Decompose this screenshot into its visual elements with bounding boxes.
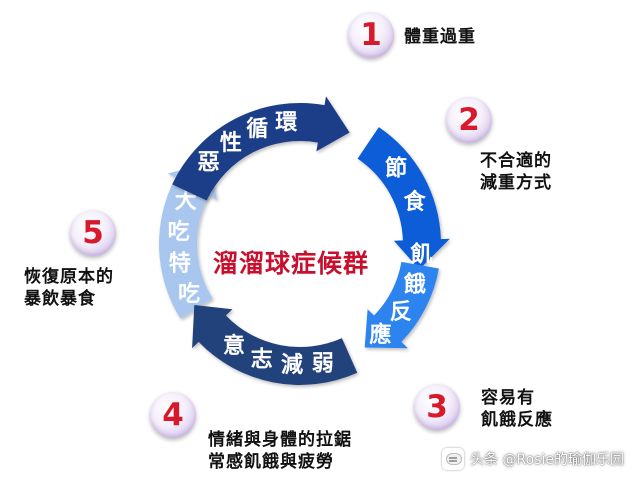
step-3-line-1: 容易有 [481, 388, 535, 408]
step-2-badge: 2 [446, 97, 492, 143]
step-1-caption: 體重過重 [404, 26, 476, 48]
step-2-caption: 不合適的 減重方式 [480, 150, 552, 194]
watermark: 头条 @Rosie的瑜伽乐园 [442, 447, 624, 471]
step-2-line-1: 不合適的 [480, 151, 552, 171]
step-4-badge: 4 [150, 392, 196, 438]
center-title: 溜溜球症候群 [213, 249, 370, 278]
arrow-3-char-4: 應 [369, 322, 391, 348]
step-5-caption: 恢復原本的 暴飲暴食 [24, 266, 114, 310]
step-5-badge: 5 [70, 210, 116, 256]
watermark-text: 头条 @Rosie的瑜伽乐园 [470, 452, 624, 468]
arrow-1-char-4: 環 [275, 110, 298, 135]
arrow-1-char-2: 性 [220, 131, 242, 156]
arrow-4-char-3: 志 [251, 347, 273, 372]
cycle-arrow-4 [192, 305, 358, 385]
step-4-line-2: 常感飢餓與疲勞 [208, 452, 334, 472]
step-3-caption: 容易有 飢餓反應 [481, 387, 553, 431]
arrow-5-char-2: 特 [169, 251, 191, 277]
arrow-4-char-4: 意 [223, 333, 245, 359]
step-2-line-2: 減重方式 [480, 173, 552, 193]
arrow-4-char-2: 減 [281, 353, 303, 378]
chat-bubble-icon [442, 448, 465, 470]
arrow-4-char-1: 弱 [312, 351, 334, 376]
cycle-arrow-3 [364, 261, 439, 349]
cycle-arrow-5 [158, 162, 217, 319]
arrow-5-char-4: 大 [175, 189, 197, 214]
step-5-line-1: 恢復原本的 [24, 267, 114, 287]
step-3-number: 3 [426, 388, 448, 425]
step-5-line-2: 暴飲暴食 [24, 289, 96, 309]
cycle-arrow-2 [357, 127, 450, 270]
arrow-5-char-3: 吃 [168, 219, 190, 245]
step-1-number: 1 [360, 16, 382, 53]
arrow-3-char-1: 飢 [409, 242, 432, 268]
step-4-number: 4 [162, 396, 184, 433]
step-2-number: 2 [458, 101, 480, 138]
arrow-1-char-1: 惡 [198, 151, 220, 176]
step-4-caption: 情緒與身體的拉鋸 常感飢餓與疲勞 [208, 429, 352, 473]
step-3-line-2: 飢餓反應 [481, 410, 553, 430]
cycle-arrow-1 [172, 96, 350, 201]
arrow-5-char-1: 吃 [178, 281, 200, 307]
step-1-line-1: 體重過重 [404, 27, 476, 47]
step-1-badge: 1 [348, 12, 394, 58]
arrow-1-char-3: 循 [246, 116, 268, 142]
step-4-line-1: 情緒與身體的拉鋸 [208, 430, 352, 450]
arrow-3-char-3: 反 [390, 300, 412, 325]
step-3-badge: 3 [414, 384, 460, 430]
step-5-number: 5 [82, 214, 104, 251]
arrow-2-char-1: 節 [385, 155, 407, 181]
arrow-3-char-2: 餓 [404, 272, 426, 298]
arrow-2-char-2: 食 [404, 189, 427, 215]
